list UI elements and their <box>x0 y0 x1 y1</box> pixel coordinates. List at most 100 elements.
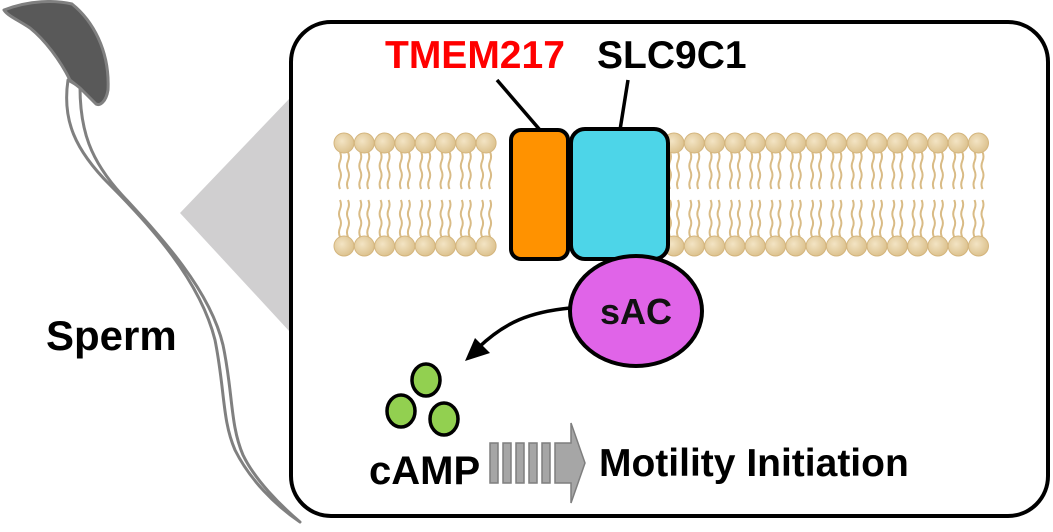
lipid-tail <box>899 199 904 238</box>
lipid-tail <box>439 199 444 238</box>
lipid-head <box>394 132 416 154</box>
sperm-tail <box>65 78 302 524</box>
lipid-head <box>825 132 847 154</box>
lipid-head <box>435 132 456 154</box>
lipid-head <box>435 235 456 257</box>
lipid-tail <box>358 151 363 190</box>
lipid-tail <box>688 199 693 238</box>
lipid-tail <box>488 199 493 238</box>
lipid-head <box>353 235 375 257</box>
lipid-tail <box>736 199 741 238</box>
arrowhead-icon <box>465 338 490 361</box>
slc9c1-label: SLC9C1 <box>597 34 747 77</box>
lipid-tail <box>850 199 855 238</box>
lipid-tail <box>406 151 411 190</box>
lipid-head <box>414 235 436 257</box>
lipid-tail <box>972 151 977 190</box>
lipid-tail <box>769 199 774 238</box>
camp-molecule <box>385 393 417 429</box>
slc9c1-leader-line <box>618 79 630 131</box>
sperm-illustration <box>2 0 302 524</box>
lipid-head <box>455 235 477 257</box>
lipid-tail <box>346 199 350 238</box>
lipid-tail <box>488 151 493 190</box>
lipid-tail <box>346 151 350 190</box>
motility-initiation-label: Motility Initiation <box>599 442 909 485</box>
lipid-tail <box>939 199 944 238</box>
lipid-head <box>805 235 827 257</box>
lipid-head <box>683 132 705 154</box>
zoom-cone <box>180 98 290 332</box>
lipid-tail <box>447 199 452 238</box>
lipid-head <box>968 132 989 154</box>
lipid-head <box>866 132 888 154</box>
lipid-tail <box>838 151 843 190</box>
lipid-tail <box>939 151 944 190</box>
lipid-head <box>455 132 477 154</box>
lipid-tail <box>728 199 733 238</box>
lipid-tail <box>789 199 794 238</box>
camp-molecule <box>410 362 442 398</box>
lipid-tail <box>447 151 452 190</box>
lipid-head <box>947 132 969 154</box>
lipid-head <box>414 132 436 154</box>
lipid-tail <box>980 151 985 190</box>
lipid-bilayer <box>333 132 989 257</box>
lipid-tail <box>850 151 855 190</box>
lipid-tail <box>386 199 391 238</box>
lipid-tail <box>696 151 701 190</box>
sac-label: sAC <box>600 291 672 332</box>
lipid-head <box>846 132 868 154</box>
lipid-tail <box>386 151 391 190</box>
lipid-tail <box>708 151 713 190</box>
lipid-head <box>333 132 355 154</box>
lipid-tail <box>871 151 875 190</box>
lipid-tail <box>980 199 985 238</box>
lipid-tail <box>952 151 957 190</box>
lipid-tail <box>406 199 411 238</box>
sperm-head <box>2 0 110 106</box>
lipid-tail <box>459 151 464 190</box>
lipid-tail <box>891 151 896 190</box>
lipid-tail <box>777 151 782 190</box>
lipid-tail <box>769 151 774 190</box>
lipid-tail <box>797 151 802 190</box>
lipid-tail <box>480 151 485 190</box>
lipid-tail <box>419 151 424 190</box>
lipid-head <box>907 132 929 154</box>
lipid-tail <box>467 199 472 238</box>
lipid-tail <box>716 151 721 190</box>
lipid-tail <box>960 199 965 238</box>
lipid-tail <box>919 151 924 190</box>
lipid-head <box>825 235 847 257</box>
lipid-tail <box>419 199 424 238</box>
lipid-tail <box>749 151 754 190</box>
lipid-tail <box>777 199 782 238</box>
lipid-head <box>744 235 766 257</box>
lipid-tail <box>366 199 371 238</box>
lipid-tail <box>858 199 863 238</box>
lipid-tail <box>688 151 693 190</box>
lipid-tail <box>891 199 896 238</box>
tmem217-label: TMEM217 <box>385 34 565 77</box>
lipid-tail <box>931 199 936 238</box>
lipid-tail <box>439 151 444 190</box>
lipid-head <box>704 132 726 154</box>
lipid-head <box>805 132 827 154</box>
lipid-tail <box>858 151 863 190</box>
lipid-tail <box>818 151 823 190</box>
lipid-head <box>333 235 355 257</box>
lipid-tail <box>696 199 701 238</box>
lipid-tail <box>366 151 371 190</box>
sac-enzyme <box>568 254 704 368</box>
lipid-tail <box>480 199 485 238</box>
lipid-tail <box>879 199 883 238</box>
lipid-head <box>374 132 396 154</box>
lipid-tail <box>427 199 432 238</box>
tmem217-leader-line <box>495 78 542 132</box>
lipid-tail <box>378 199 383 238</box>
lipid-tail <box>899 151 904 190</box>
lipid-tail <box>757 151 762 190</box>
lipid-tail <box>338 199 342 238</box>
lipid-tail <box>810 199 815 238</box>
